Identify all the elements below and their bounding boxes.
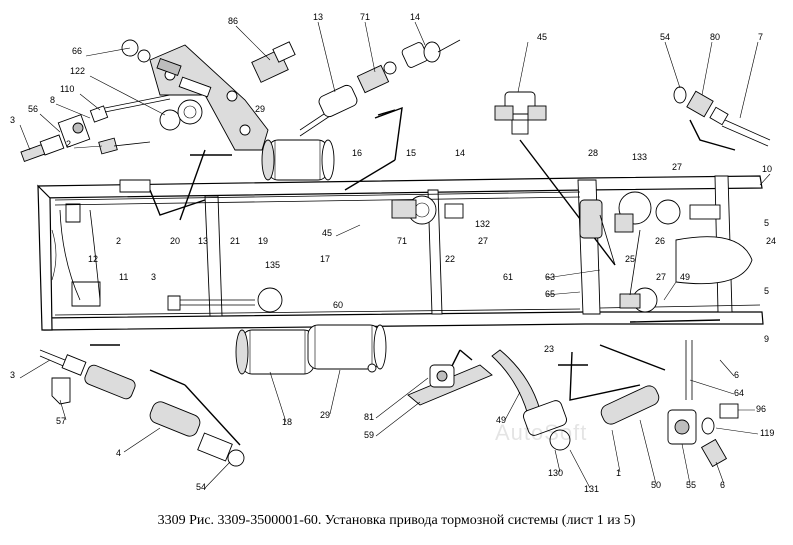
callout-2-mid: 2 [116,236,121,246]
air-receivers-lower [167,287,387,375]
callout-5-top: 5 [764,218,769,228]
callout-61: 61 [503,272,513,282]
air-receiver-upper [261,139,335,181]
callout-71: 71 [360,12,370,22]
leader-arrows [190,109,721,367]
callout-6-low: 6 [720,480,725,490]
callout-27-low: 27 [656,272,666,282]
callout-23: 23 [544,344,554,354]
callout-71-mid: 71 [397,236,407,246]
front-fittings-detail [20,94,206,216]
callout-8: 8 [50,95,55,105]
callout-3-mid: 3 [151,272,156,282]
mounting-plate-detail [407,349,493,406]
bottom-right-hose-detail [491,340,739,468]
top-right-fittings [673,86,771,151]
callout-labels: 86 13 71 14 45 54 80 7 66 122 110 8 56 3… [10,12,776,494]
callout-9: 9 [764,334,769,344]
tee-fitting-detail [494,91,616,266]
callout-18: 18 [282,417,292,427]
callout-130: 130 [548,468,563,478]
callout-133: 133 [632,152,647,162]
callout-6-mid: 6 [734,370,739,380]
callout-14: 14 [410,12,420,22]
callout-27-top: 27 [672,162,682,172]
callout-86: 86 [228,16,238,26]
callout-110: 110 [60,84,74,94]
callout-11: 11 [119,272,128,282]
watermark: AutoSoft [495,420,588,445]
callout-122: 122 [70,66,85,76]
callout-135: 135 [265,260,280,270]
callout-96: 96 [756,404,766,414]
callout-2-top: 2 [66,139,71,149]
callout-63: 63 [545,272,555,282]
callout-45-mid: 45 [322,228,332,238]
callout-29-top: 29 [255,104,265,114]
callout-7: 7 [758,32,763,42]
callout-57: 57 [56,416,66,426]
callout-54: 54 [660,32,670,42]
callout-26: 26 [655,236,665,246]
callout-29-low: 29 [320,410,330,420]
callout-132: 132 [475,219,490,229]
callout-10: 10 [762,164,772,174]
callout-20: 20 [170,236,180,246]
callout-15: 15 [406,148,416,158]
brake-system-diagram: 86 13 71 14 45 54 80 7 66 122 110 8 56 3… [10,12,776,494]
figure-caption: 3309 Рис. 3309-3500001-60. Установка при… [157,513,636,528]
callout-49-mid: 49 [680,272,690,282]
callout-59: 59 [364,430,374,440]
callout-16: 16 [352,148,362,158]
callout-49-low: 49 [496,415,506,425]
callout-21: 21 [230,236,240,246]
callout-54-low: 54 [196,482,206,492]
callout-4: 4 [116,448,121,458]
callout-13-mid: 13 [198,236,208,246]
callout-12: 12 [88,254,98,264]
callout-1: 1 [616,468,621,478]
callout-17: 17 [320,254,330,264]
callout-45: 45 [537,32,547,42]
callout-50: 50 [651,480,661,490]
callout-3-low: 3 [10,370,15,380]
callout-leaders [19,21,771,489]
callout-64: 64 [734,388,744,398]
bottom-left-hose-detail [39,344,245,467]
callout-131: 131 [584,484,599,494]
callout-60: 60 [333,300,343,310]
callout-66: 66 [72,46,82,56]
callout-28: 28 [588,148,598,158]
callout-19: 19 [258,236,268,246]
frame-valves [391,191,721,313]
callout-5-low: 5 [764,286,769,296]
callout-25: 25 [625,254,635,264]
callout-119: 119 [760,428,774,438]
callout-55: 55 [686,480,696,490]
callout-14-mid: 14 [455,148,465,158]
top-fittings-detail [299,39,461,191]
callout-81: 81 [364,412,374,422]
callout-80: 80 [710,32,720,42]
callout-27-mid: 27 [478,236,488,246]
callout-22: 22 [445,254,455,264]
callout-13: 13 [313,12,323,22]
callout-24: 24 [766,236,776,246]
callout-65: 65 [545,289,555,299]
callout-56: 56 [28,104,38,114]
callout-3-top: 3 [10,115,15,125]
